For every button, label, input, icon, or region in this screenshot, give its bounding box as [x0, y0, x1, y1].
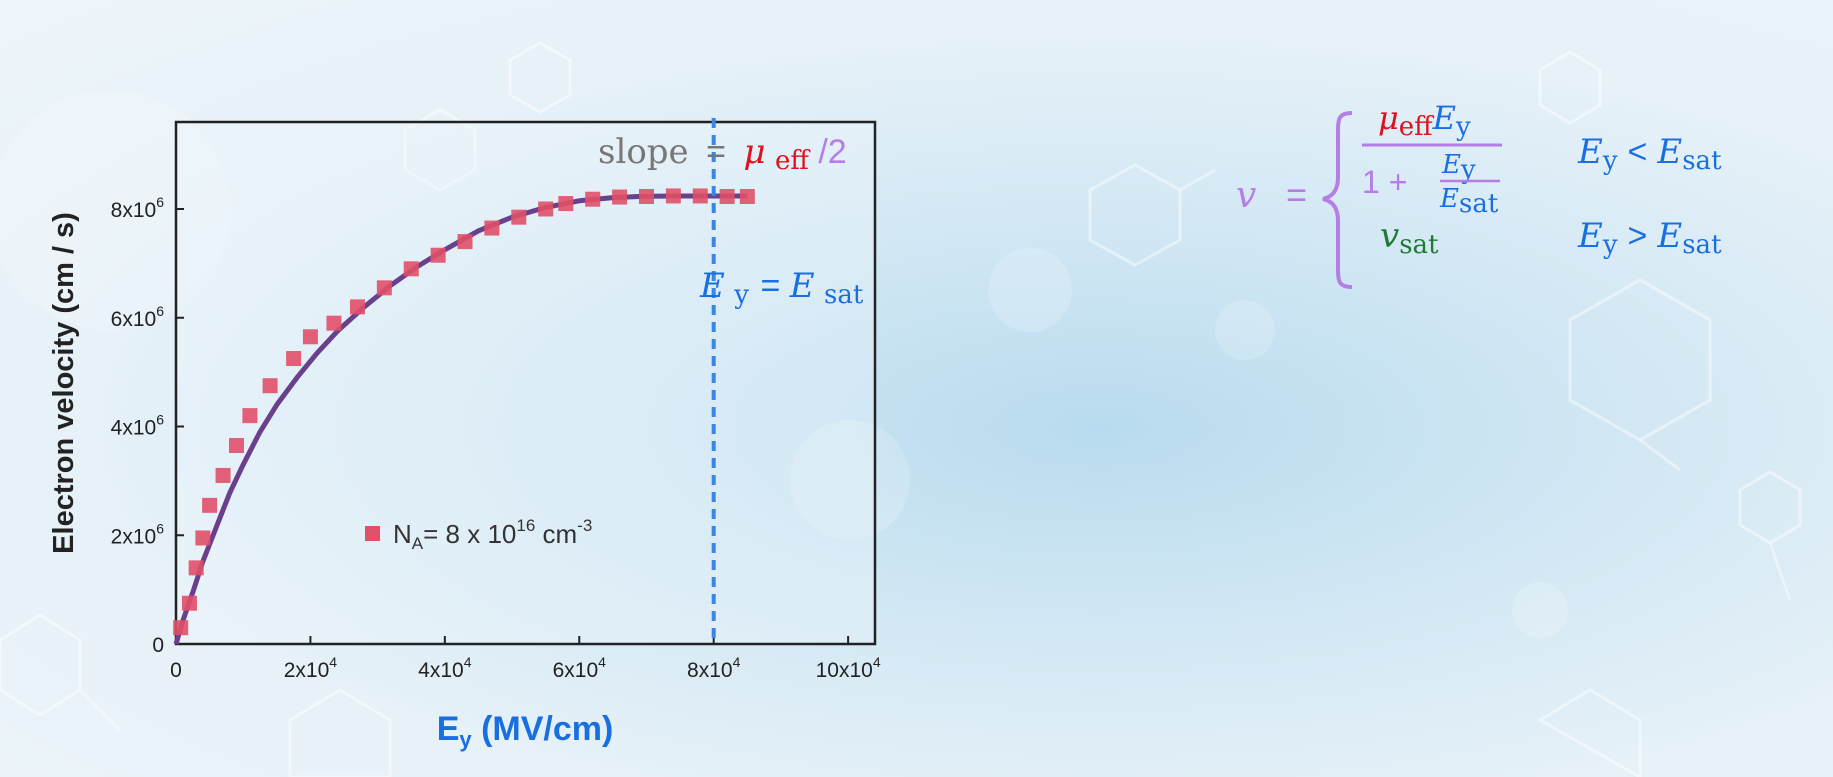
equation-lhs: v [1236, 175, 1256, 216]
data-point [242, 408, 258, 424]
data-point [665, 188, 681, 204]
y-tick-label: 4x106 [111, 412, 165, 440]
data-point [349, 299, 365, 315]
data-point [612, 189, 628, 205]
data-point [228, 438, 244, 454]
y-axis-label: Electron velocity (cm / s) [48, 212, 80, 554]
x-tick-label: 10x104 [816, 654, 881, 682]
condition-2: Ey>Esat [1577, 216, 1722, 260]
slope-annotation: slope = μ eff /2 [598, 132, 847, 177]
data-point [739, 188, 755, 204]
slope-div: /2 [818, 133, 846, 171]
slope-word: slope [598, 132, 689, 172]
slope-mu: μ [743, 132, 765, 172]
data-point [403, 261, 419, 277]
piecewise-brace [1322, 111, 1353, 289]
y-tick-label: 2x106 [111, 520, 165, 548]
x-tick-label: 4x104 [418, 654, 472, 682]
esat-e2: E [789, 266, 815, 306]
condition-1: Ey<Esat [1577, 132, 1722, 176]
data-point [692, 188, 708, 204]
data-point [286, 351, 302, 367]
vsat-term: vsat [1380, 216, 1439, 260]
data-point [430, 247, 446, 263]
data-point [173, 620, 189, 636]
velocity-equation: v = μeffEy 1 + Ey Esat Ey<Esat vsat Ey>E… [1236, 99, 1722, 289]
y-tick-label: 6x106 [111, 303, 165, 331]
esat-annotation: E y = E sat [699, 266, 864, 311]
denominator-one: 1 + [1362, 164, 1407, 200]
legend-label: NA= 8 x 1016 cm-3 [393, 516, 592, 553]
plot-area [174, 120, 877, 646]
x-tick-label: 6x104 [553, 654, 607, 682]
data-point [262, 378, 278, 394]
data-point [376, 280, 392, 296]
data-point [302, 329, 318, 345]
data-point [538, 201, 554, 217]
esat-e: E [699, 266, 725, 306]
numerator: μeffEy [1378, 99, 1471, 142]
ticks-layer: 0 2x104 4x104 6x104 8x104 10x104 0 2x106 4x106 6x… [111, 194, 881, 682]
data-point [484, 220, 500, 236]
slope-mu-sub: eff [775, 146, 811, 176]
data-point [511, 209, 527, 225]
data-point [215, 467, 231, 483]
data-point [719, 188, 735, 204]
data-point [585, 191, 601, 207]
points-layer [173, 188, 755, 636]
esat-e2-sub: sat [824, 280, 864, 310]
data-point [188, 560, 204, 576]
y-tick-label: 0 [152, 634, 164, 657]
esat-e-sub: y [733, 280, 749, 310]
data-point [202, 497, 218, 513]
x-tick-label: 2x104 [284, 654, 338, 682]
denominator-esat: Esat [1439, 184, 1499, 219]
x-tick-label: 0 [170, 659, 182, 682]
data-point [326, 315, 342, 331]
data-point [558, 196, 574, 212]
y-tick-label: 8x106 [111, 194, 165, 222]
data-point [638, 188, 654, 204]
equation-equals: = [1286, 174, 1307, 215]
denominator-ey: Ey [1441, 150, 1476, 185]
slope-equals: = [706, 133, 726, 171]
data-point [195, 530, 211, 546]
x-axis-label: Ey (MV/cm) [437, 710, 614, 752]
esat-eq: = [760, 267, 780, 305]
data-point [181, 595, 197, 611]
x-tick-label: 8x104 [687, 654, 741, 682]
legend-marker [365, 526, 380, 541]
data-point [457, 234, 473, 250]
